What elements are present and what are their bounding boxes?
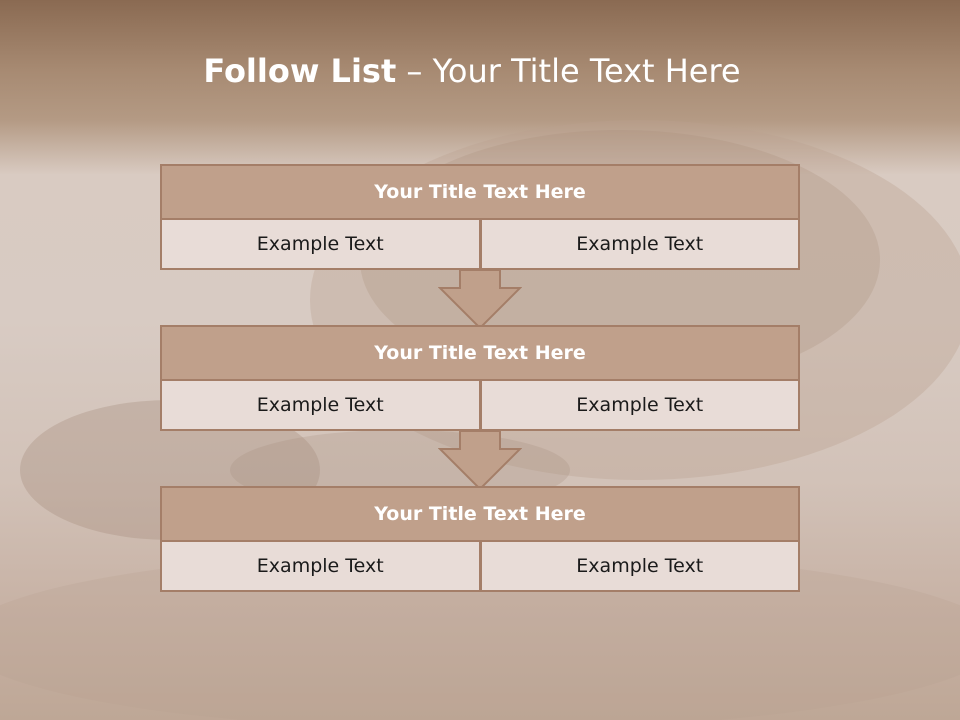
- down-arrow-icon: [438, 431, 522, 491]
- down-arrow-icon: [438, 270, 522, 330]
- slide-title-bold: Follow List: [203, 52, 397, 90]
- step-block-3: Your Title Text Here Example Text Exampl…: [160, 486, 800, 592]
- step-cells-3: Example Text Example Text: [160, 542, 800, 592]
- slide-title-rest: – Your Title Text Here: [396, 52, 741, 90]
- step-cells-1: Example Text Example Text: [160, 220, 800, 270]
- step-block-1: Your Title Text Here Example Text Exampl…: [160, 164, 800, 270]
- step-header-1: Your Title Text Here: [160, 164, 800, 220]
- step-cell-right-2: Example Text: [480, 381, 800, 431]
- step-cell-left-1: Example Text: [160, 220, 481, 270]
- step-header-2: Your Title Text Here: [160, 325, 800, 381]
- step-block-2: Your Title Text Here Example Text Exampl…: [160, 325, 800, 431]
- step-header-3: Your Title Text Here: [160, 486, 800, 542]
- step-cell-left-2: Example Text: [160, 381, 481, 431]
- step-cells-2: Example Text Example Text: [160, 381, 800, 431]
- slide-title: Follow List – Your Title Text Here: [0, 52, 944, 90]
- step-cell-right-1: Example Text: [480, 220, 800, 270]
- step-cell-left-3: Example Text: [160, 542, 481, 592]
- step-cell-right-3: Example Text: [480, 542, 800, 592]
